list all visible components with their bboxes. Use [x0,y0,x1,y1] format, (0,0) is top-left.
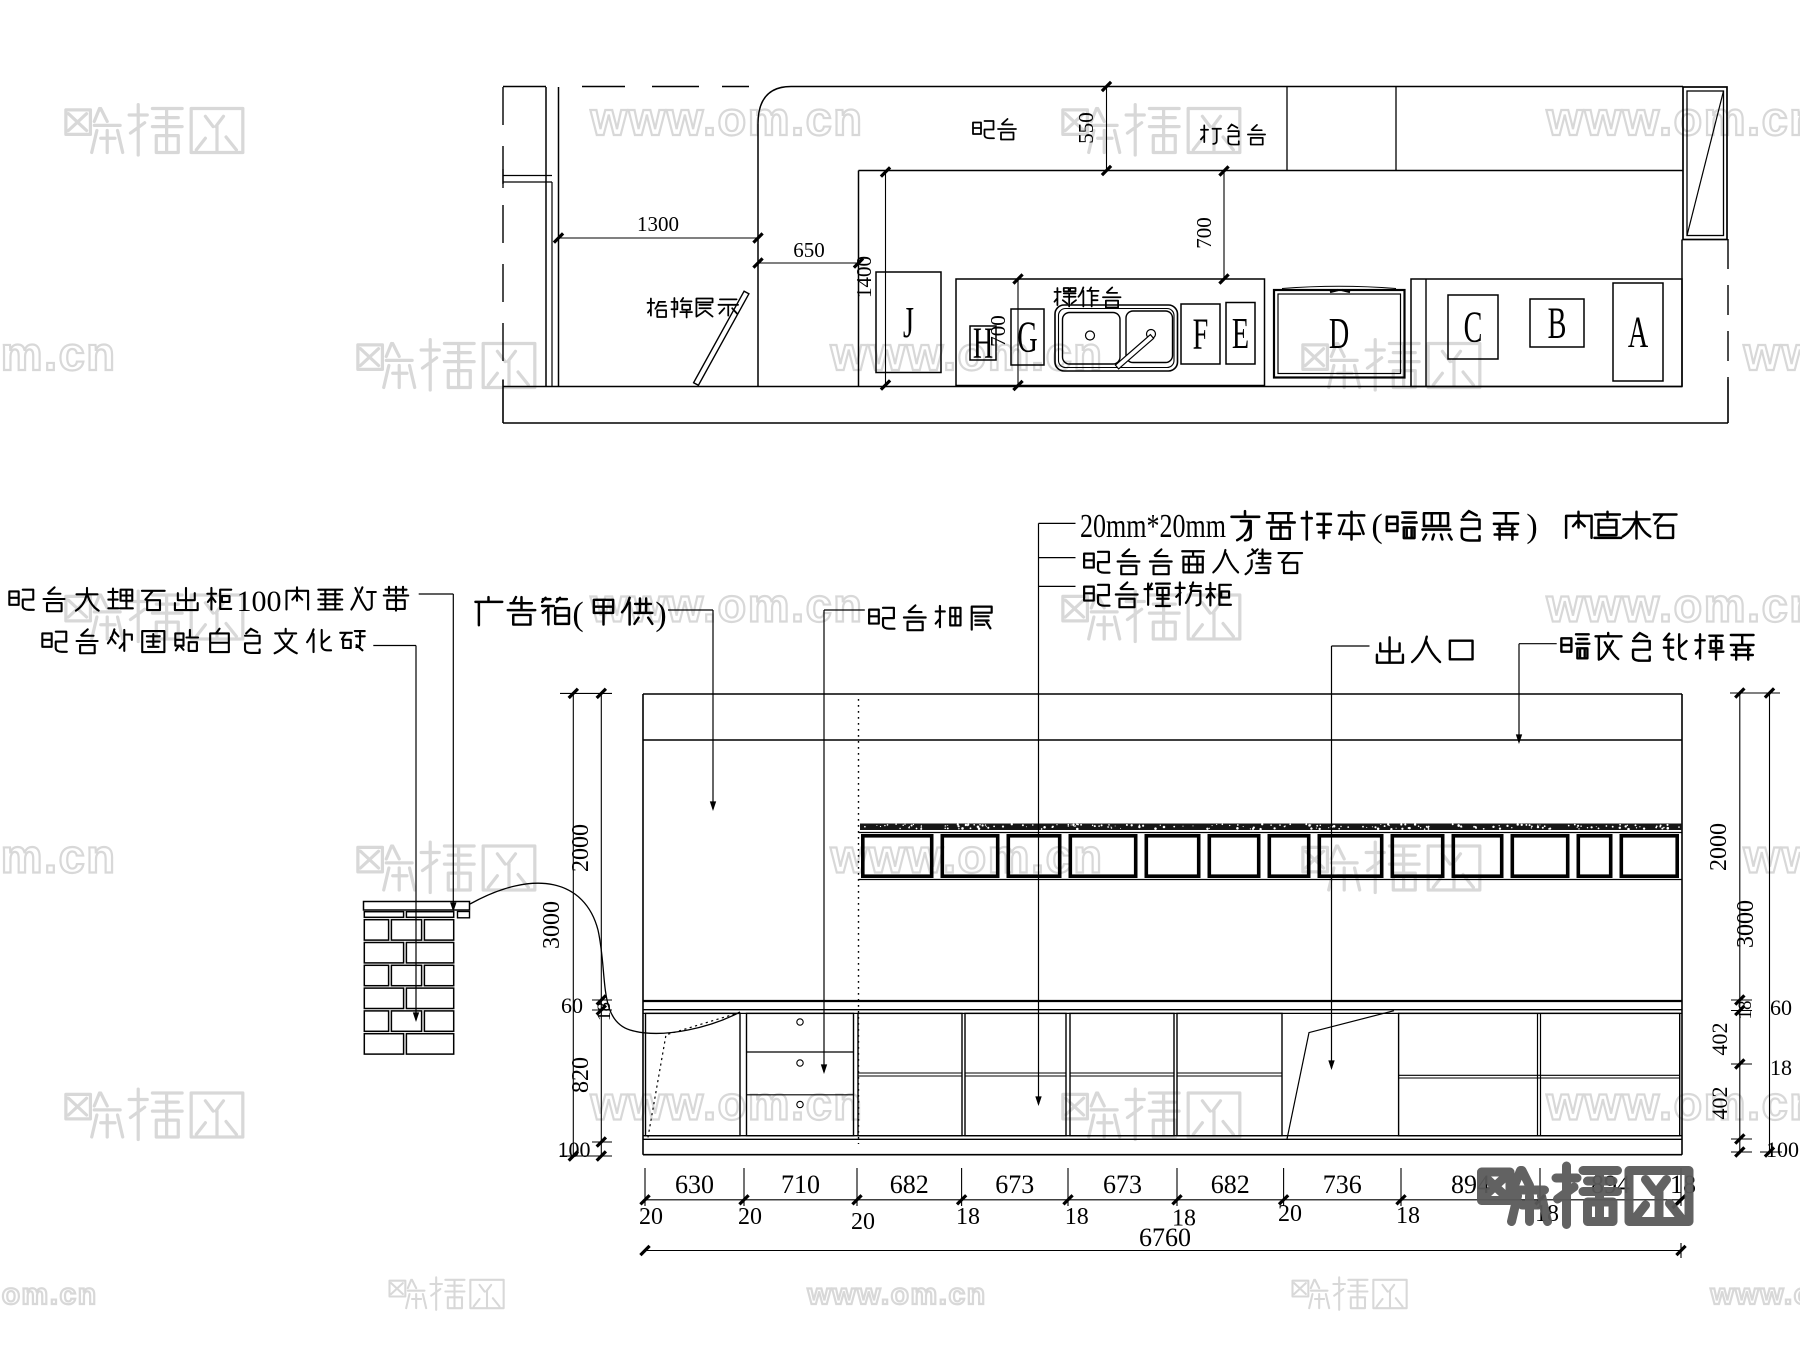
svg-text:402: 402 [1707,1087,1732,1120]
svg-text:2000: 2000 [568,824,594,872]
svg-text:550: 550 [1074,112,1098,144]
svg-text:682: 682 [890,1170,929,1199]
svg-text:100: 100 [558,1137,591,1162]
svg-text:18: 18 [1065,1204,1089,1230]
svg-text:B: B [1548,298,1567,347]
svg-text:www.om.cn: www.om.cn [1743,830,1800,883]
svg-text:18: 18 [1396,1203,1420,1229]
svg-text:20: 20 [738,1204,762,1230]
svg-text:100: 100 [237,585,282,618]
svg-text:682: 682 [1211,1170,1250,1199]
svg-text:(: ( [1371,508,1382,545]
svg-text:3000: 3000 [539,901,565,949]
svg-text:700: 700 [986,315,1010,347]
svg-text:1400: 1400 [852,256,876,298]
svg-text:H: H [973,318,993,367]
svg-text:www.om.cn: www.om.cn [1546,92,1800,145]
svg-text:www.om.cn: www.om.cn [1709,1278,1800,1311]
svg-text:www.om.cn: www.om.cn [806,1278,986,1311]
svg-text:A: A [1628,307,1649,356]
svg-text:3000: 3000 [1733,900,1759,948]
svg-text:): ) [1526,508,1537,545]
svg-text:J: J [903,298,914,347]
svg-text:630: 630 [675,1170,714,1199]
svg-text:18: 18 [1735,1001,1756,1020]
svg-text:www.om.cn: www.om.cn [1546,1077,1800,1130]
svg-text:736: 736 [1323,1170,1362,1199]
svg-text:20: 20 [1278,1201,1302,1227]
svg-text:402: 402 [1707,1023,1732,1056]
svg-text:650: 650 [793,238,825,262]
svg-text:18: 18 [1172,1206,1196,1232]
svg-text:www.om.cn: www.om.cn [0,1278,98,1311]
svg-text:(: ( [572,596,583,633]
svg-text:E: E [1232,309,1249,358]
svg-text:710: 710 [781,1170,820,1199]
svg-text:F: F [1193,309,1209,358]
svg-text:www.om.cn: www.om.cn [0,327,116,380]
svg-text:G: G [1017,312,1037,361]
svg-text:): ) [655,596,666,633]
svg-text:www.om.cn: www.om.cn [0,830,116,883]
svg-text:60: 60 [1770,995,1792,1020]
svg-text:60: 60 [561,993,583,1018]
svg-text:100: 100 [1766,1137,1799,1162]
svg-text:2000: 2000 [1706,823,1732,871]
svg-text:www.om.cn: www.om.cn [590,1077,864,1130]
svg-text:18: 18 [1770,1055,1792,1080]
svg-text:1300: 1300 [637,212,679,236]
svg-text:www.om.cn: www.om.cn [1743,327,1800,380]
svg-text:820: 820 [568,1057,594,1093]
svg-text:18: 18 [594,1002,615,1021]
svg-text:C: C [1464,302,1483,351]
svg-text:D: D [1329,309,1349,358]
svg-text:20: 20 [851,1209,875,1235]
svg-text:673: 673 [1103,1170,1142,1199]
svg-text:www.om.cn: www.om.cn [590,92,864,145]
svg-text:18: 18 [956,1204,980,1230]
svg-text:www.om.cn: www.om.cn [830,327,1104,380]
svg-text:20: 20 [639,1204,663,1230]
svg-text:6760: 6760 [1139,1223,1191,1252]
svg-text:20mm*20mm: 20mm*20mm [1080,508,1226,545]
svg-text:www.om.cn: www.om.cn [1546,579,1800,632]
svg-text:700: 700 [1192,217,1216,249]
svg-text:673: 673 [995,1170,1034,1199]
